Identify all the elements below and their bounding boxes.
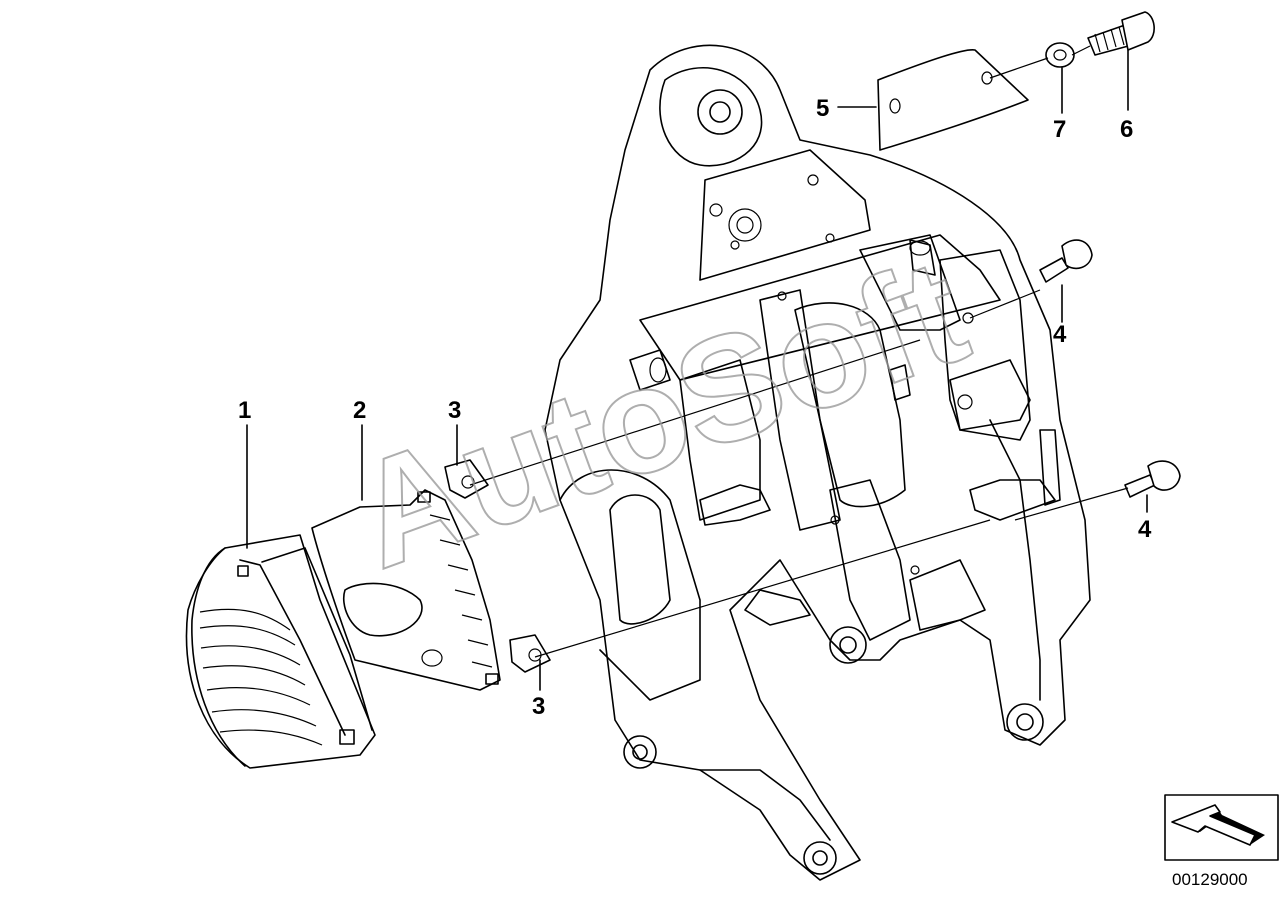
callout-7: 7 (1053, 116, 1066, 143)
reference-box: 00129000 (1164, 794, 1279, 889)
direction-arrow-icon (1171, 804, 1265, 846)
duct-fins (429, 514, 493, 668)
callouts: 1 2 3 3 4 4 5 6 7 (238, 95, 1152, 720)
callout-2: 2 (353, 397, 366, 424)
part-7-washer (1045, 42, 1075, 68)
part-2-air-duct (311, 489, 501, 691)
callout-4-lower: 4 (1138, 516, 1152, 543)
part-3-clip-upper (444, 459, 489, 499)
callout-3-upper: 3 (448, 397, 461, 424)
callout-6: 6 (1120, 116, 1133, 143)
main-bracket (544, 44, 1091, 881)
watermark-text: AutoSoft (333, 226, 985, 600)
part-4-bolt-lower (1124, 460, 1181, 498)
part-1-vent-grille (185, 534, 376, 769)
part-5-cover-plate (877, 48, 1029, 151)
vent-louvers (199, 608, 323, 746)
assembly-lines (469, 45, 1129, 658)
part-4-bolt-upper (1039, 239, 1093, 283)
part-6-bolt (1087, 11, 1155, 56)
part-3-clip-lower (509, 634, 551, 673)
leader-lines (246, 49, 1148, 691)
reference-number: 00129000 (1172, 870, 1248, 889)
callout-5: 5 (816, 95, 829, 122)
callout-4-upper: 4 (1053, 321, 1067, 348)
callout-3-lower: 3 (532, 693, 545, 720)
callout-1: 1 (238, 397, 251, 424)
